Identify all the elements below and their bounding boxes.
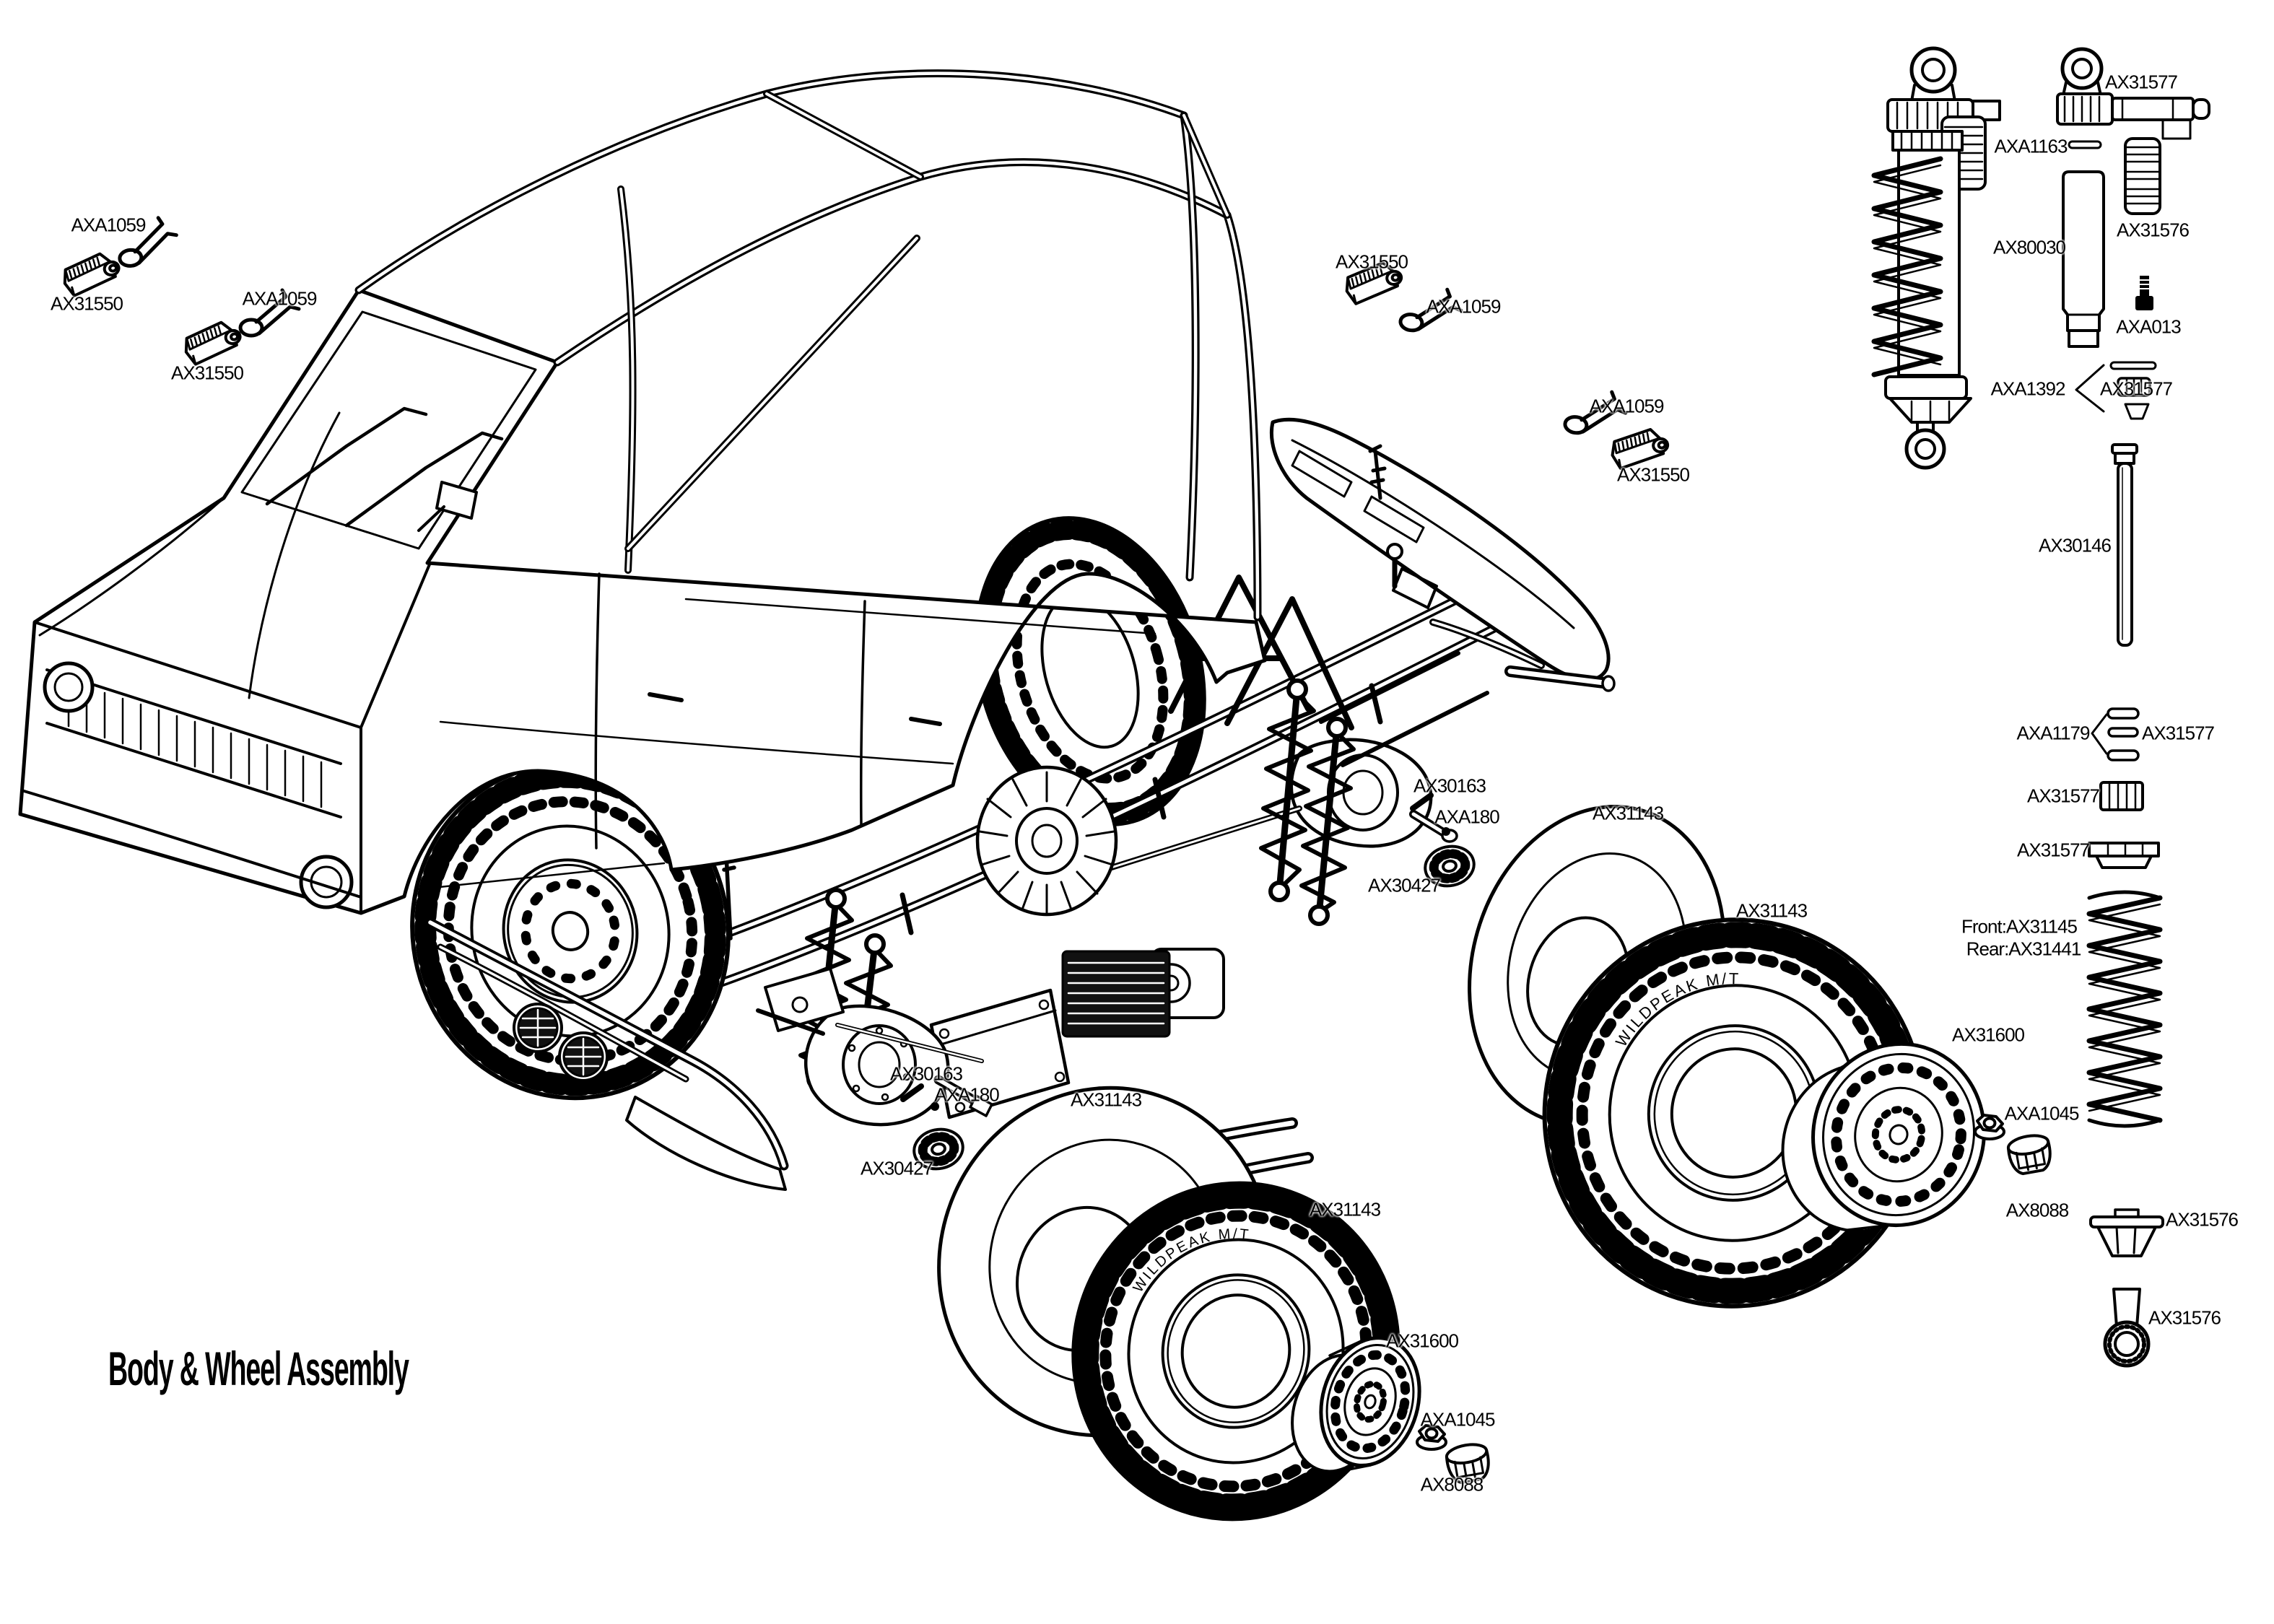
wheel-nut [1416, 1424, 1447, 1451]
shock-cap [2056, 47, 2210, 140]
locknut-serrated [910, 1125, 967, 1174]
spring-collar [2088, 842, 2160, 869]
electronics [929, 950, 1171, 1119]
shock-exploded-column [2056, 47, 2210, 1368]
truck-body [18, 69, 1267, 915]
shock-spacers [2091, 707, 2140, 761]
shock-piston [2099, 781, 2144, 811]
shock-body [2062, 170, 2105, 348]
pivot-ball [1442, 827, 1450, 836]
wheel-nut [1974, 1114, 2005, 1140]
headlight-icon [43, 661, 95, 713]
headlight-icon [299, 855, 354, 909]
shock-shaft [2111, 443, 2138, 647]
body-clip-icon [1400, 284, 1464, 337]
body-latch-icon [179, 317, 246, 367]
hex-hub [2005, 1131, 2055, 1177]
pivot-ball [931, 1102, 939, 1111]
shock-rod-end [2103, 1288, 2151, 1368]
wheel-rim-rear [1781, 1042, 1986, 1233]
mounted-tire-front [410, 761, 731, 1101]
front-wheel-group: WILDPEAK M/T [900, 1083, 1494, 1522]
rear-bumper [1269, 417, 1616, 692]
wiper-icon [265, 406, 504, 528]
hex-hub [1443, 1440, 1494, 1486]
coil-spring [2086, 890, 2163, 1128]
body-latch-icon [1341, 258, 1407, 307]
body-clip-icon [1564, 386, 1629, 440]
transmission [975, 765, 1225, 1019]
locknut-serrated [1421, 842, 1478, 891]
body-latch-icon [58, 248, 125, 299]
shock-complete [1871, 46, 2001, 470]
shock-bladder [2124, 137, 2161, 215]
wheel-rim-front [1291, 1336, 1421, 1474]
roll-cage [354, 69, 1262, 635]
shock-mount-set [2075, 361, 2157, 420]
body-clip-icon [240, 290, 299, 336]
figure-title: Body & Wheel Assembly [108, 1342, 409, 1395]
body-latch-icon [1608, 425, 1672, 471]
leader-bracket [2091, 713, 2108, 755]
spring-perch [2089, 1208, 2164, 1257]
rear-wheel-group: WILDPEAK M/T [1410, 793, 2055, 1309]
shock-pin [2068, 140, 2102, 149]
mirror-icon [417, 481, 478, 532]
axle-pin [900, 1083, 924, 1102]
leader-bracket [2075, 364, 2105, 413]
body-clip-icon [116, 217, 178, 267]
shock-screw [2135, 276, 2153, 310]
axle-pin [1410, 793, 1434, 811]
front-bumper [425, 917, 789, 1191]
chassis-assembly [410, 417, 1616, 1227]
